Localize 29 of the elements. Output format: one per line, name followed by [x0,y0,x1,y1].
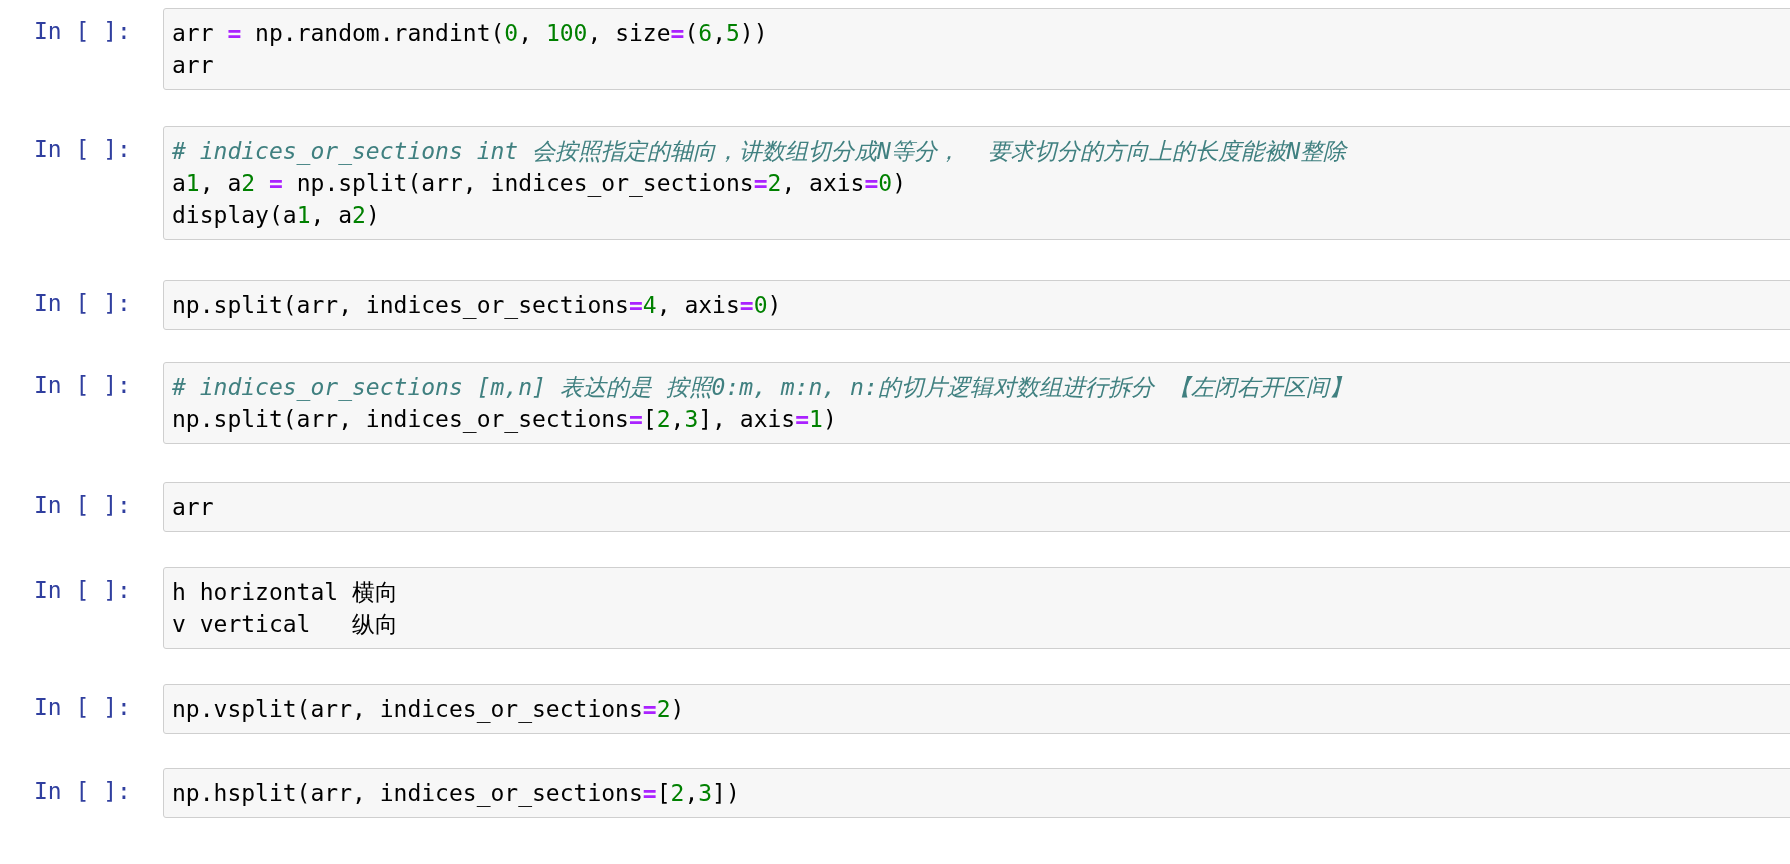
input-prompt: In [ ]: [34,136,131,162]
code-comment: # indices_or_sections int 会按照指定的轴向，讲数组切分成N等分， 要求切分的方向上的长度能被N整除 [172,137,1347,167]
code-line: np.hsplit(arr, indices_or_sections=[2,3]) [172,779,740,809]
code-cell [163,567,1790,649]
code-cell [163,362,1790,444]
code-line: np.vsplit(arr, indices_or_sections=2) [172,695,685,725]
code-cell [163,126,1790,240]
input-prompt: In [ ]: [34,372,131,398]
code-cell [163,482,1790,532]
input-prompt: In [ ]: [34,694,131,720]
code-line: arr [172,51,214,80]
input-prompt: In [ ]: [34,778,131,804]
code-cell [163,8,1790,90]
code-line: arr = np.random.randint(0, 100, size=(6,5)) [172,19,768,48]
input-prompt: In [ ]: [34,18,131,44]
code-line: np.split(arr, indices_or_sections=4, axis=0) [172,291,782,321]
code-line: v vertical 纵向 [172,610,398,639]
code-line: arr [172,493,214,522]
code-comment: # indices_or_sections [m,n] 表达的是 按照0:m, m:n, n:的切片逻辑对数组进行拆分 【左闭右开区间】 [172,373,1352,403]
input-prompt: In [ ]: [34,290,131,316]
code-cell [163,768,1790,818]
code-line: a1, a2 = np.split(arr, indices_or_sections=2, axis=0) [172,169,907,199]
code-line: display(a1, a2) [172,201,380,230]
input-prompt: In [ ]: [34,492,131,518]
code-cell [163,684,1790,734]
code-line: h horizontal 横向 [172,578,398,607]
code-cell [163,280,1790,330]
input-prompt: In [ ]: [34,577,131,603]
code-line: np.split(arr, indices_or_sections=[2,3], axis=1) [172,405,837,435]
